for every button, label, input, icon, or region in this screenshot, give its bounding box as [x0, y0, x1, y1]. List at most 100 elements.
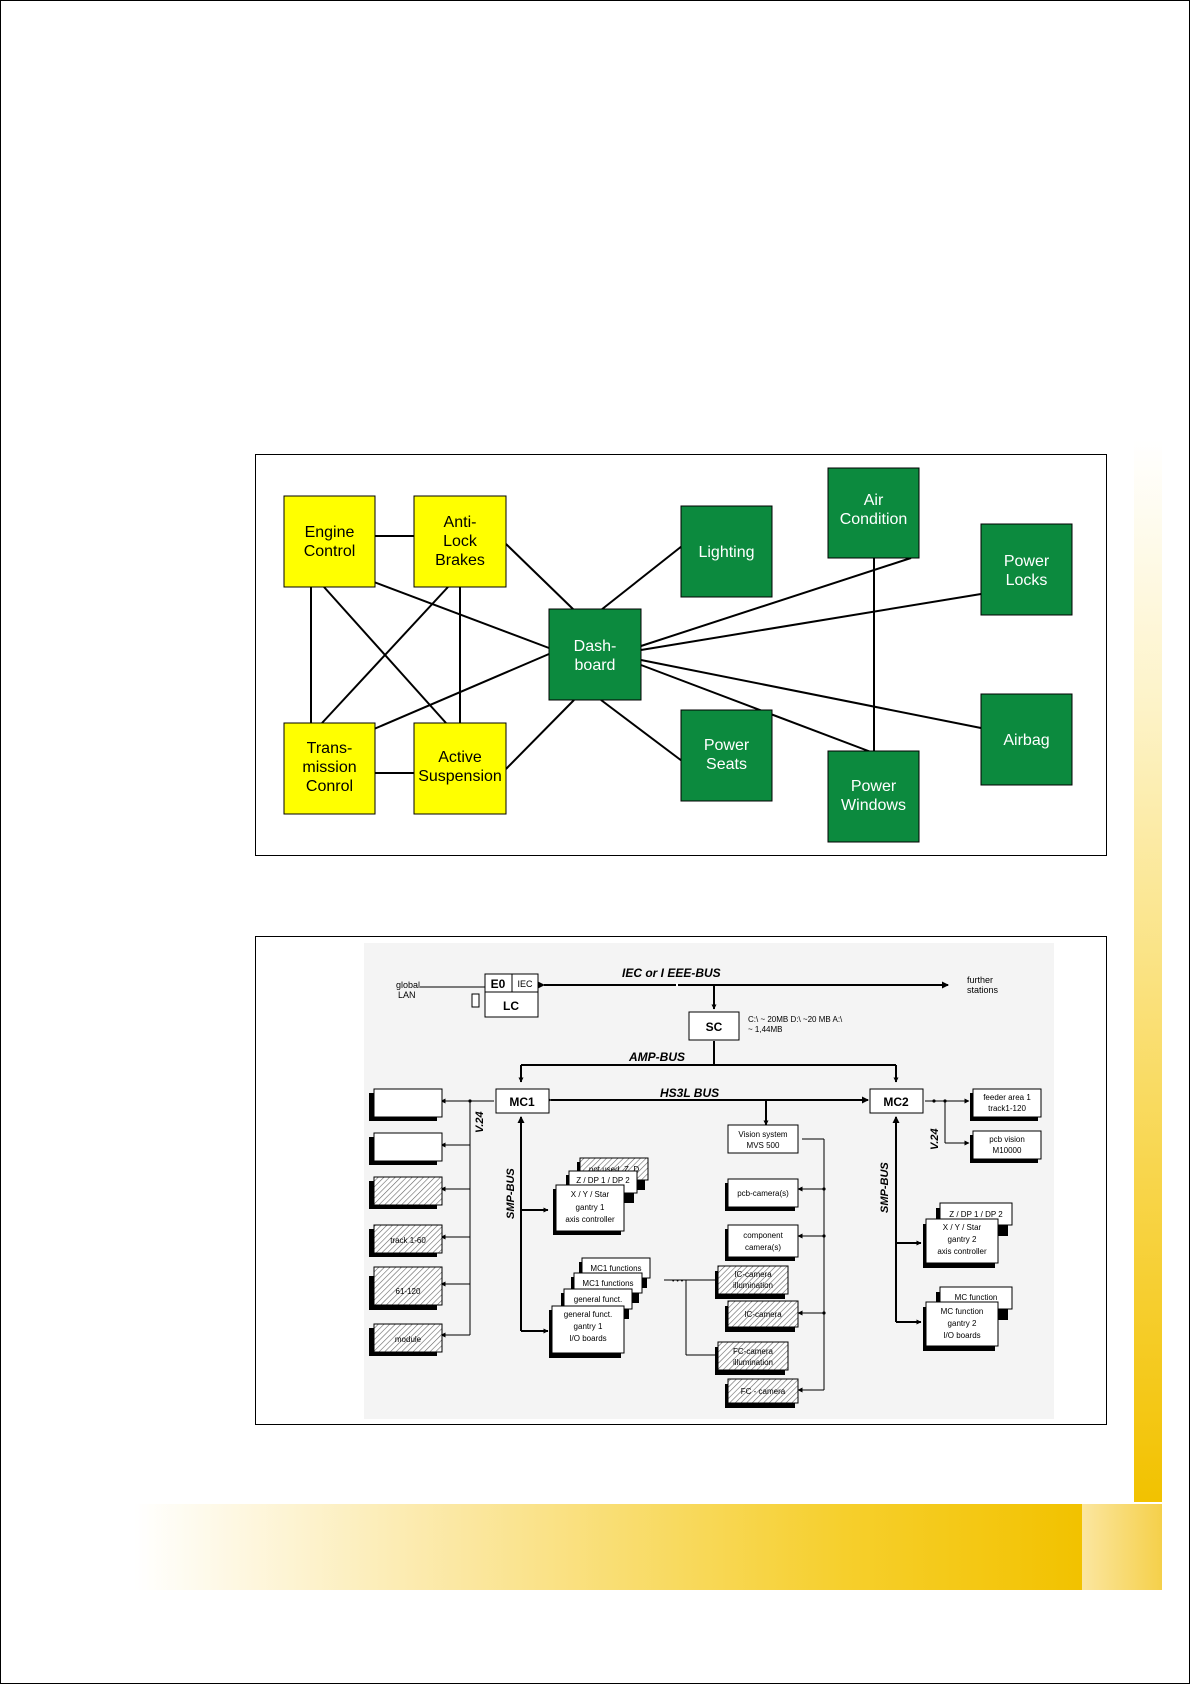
- axis2-label-1: X / Y / Star: [943, 1223, 982, 1232]
- label-mission: mission: [302, 759, 356, 776]
- e0-label: E0: [491, 977, 506, 991]
- mc2-box: [869, 1088, 924, 1114]
- left-device-label-5: module: [395, 1335, 422, 1344]
- fc-camera-illumination: FC-camera illumination: [715, 1341, 789, 1375]
- label-active: Active: [438, 749, 482, 766]
- node-airbag: Airbag: [980, 693, 1073, 786]
- func1-label-1: MC1 functions: [582, 1279, 633, 1288]
- label-conrol: Conrol: [306, 778, 353, 795]
- ic-camera-illumination: IC-camera illumination: [715, 1265, 789, 1299]
- label-board: board: [575, 657, 616, 674]
- bottom-accent-bar: [134, 1504, 1082, 1590]
- io-boards-gantry-2: MC function MC function gantry 2 I/O boa…: [923, 1286, 1013, 1351]
- node-power-locks: Power Locks: [980, 523, 1073, 616]
- label-lock: Lock: [443, 533, 478, 550]
- axis1-label-1: Z / DP 1 / DP 2: [576, 1176, 630, 1185]
- label-air: Air: [864, 492, 884, 509]
- func1-label-5: I/O boards: [569, 1334, 606, 1343]
- lan-resistor: [471, 993, 480, 1008]
- machine-control-diagram: IEC or I EEE-BUS further stations global…: [255, 936, 1107, 1425]
- smp-bus-right-lines: [892, 1116, 922, 1325]
- connection-lines: [310, 535, 982, 774]
- io-boards-gantry-1: MC1 functions MC1 functions general func…: [549, 1257, 651, 1358]
- func1-label-3: general funct.: [564, 1310, 612, 1319]
- bottom-accent-tab: [1082, 1504, 1162, 1590]
- left-device-label-4: 61-120: [396, 1287, 421, 1296]
- label-control: Control: [304, 543, 356, 560]
- sc-box: [688, 1011, 740, 1041]
- component-camera-label-1: component: [743, 1231, 783, 1240]
- left-device-2: [369, 1176, 443, 1209]
- left-v24-lines: [440, 1098, 494, 1338]
- label-power-seats-1: Power: [704, 737, 750, 754]
- label-airbag: Airbag: [1003, 732, 1049, 749]
- axis2-label-2: gantry 2: [948, 1235, 977, 1244]
- node-air-condition: Air Condition: [827, 467, 920, 559]
- camera-bus-lines: [797, 1138, 825, 1393]
- vision-system-label-2: MVS 500: [747, 1141, 780, 1150]
- label-power-windows-1: Power: [851, 778, 897, 795]
- lc-box: E0 IEC LC: [484, 973, 539, 1018]
- smp-bus-left-lines: [517, 1116, 549, 1334]
- label-trans: Trans-: [307, 740, 353, 757]
- axis-controller-gantry-2: Z / DP 1 / DP 2 X / Y / Star gantry 2 ax…: [923, 1202, 1013, 1268]
- hs3l-bus-label: HS3L BUS: [660, 1086, 719, 1100]
- label-condition: Condition: [840, 511, 908, 528]
- node-power-seats: Power Seats: [680, 709, 773, 802]
- left-device-4: 61-120: [369, 1266, 443, 1310]
- func2-label-0: MC function: [955, 1293, 998, 1302]
- amp-bus-label: AMP-BUS: [628, 1050, 685, 1064]
- mc1-box: [495, 1088, 550, 1114]
- node-lighting: Lighting: [680, 505, 773, 598]
- pcb-camera-label: pcb-camera(s): [737, 1189, 789, 1198]
- node-dashboard: Dash- board: [548, 608, 642, 701]
- sc-label: SC: [706, 1020, 723, 1034]
- mc2-label: MC2: [883, 1095, 909, 1109]
- vehicle-network-svg: Engine Control Anti- Lock Brakes Trans- …: [283, 467, 1073, 843]
- label-anti: Anti-: [444, 514, 477, 531]
- iec-label: IEC: [517, 979, 533, 989]
- io-link-marks: • • •: [672, 1278, 684, 1285]
- mc1-label: MC1: [509, 1095, 535, 1109]
- v24-right-label: V.24: [929, 1128, 941, 1150]
- smp-bus-left-label: SMP-BUS: [505, 1168, 517, 1219]
- node-anti-lock-brakes: Anti- Lock Brakes: [413, 495, 507, 588]
- vision-system-box: [727, 1124, 799, 1154]
- func2-label-2: gantry 2: [948, 1319, 977, 1328]
- axis1-label-2: X / Y / Star: [571, 1190, 610, 1199]
- label-lighting: Lighting: [698, 544, 754, 561]
- label-brakes: Brakes: [435, 552, 485, 569]
- func2-label-1: MC function: [941, 1307, 984, 1316]
- func1-label-2: general funct.: [574, 1295, 622, 1304]
- v24-left-label: V.24: [474, 1111, 486, 1133]
- sc-storage-label-2: ~ 1,44MB: [748, 1025, 782, 1034]
- node-transmission-control: Trans- mission Conrol: [283, 722, 376, 815]
- component-camera: component camera(s): [725, 1224, 799, 1261]
- node-power-windows: Power Windows: [827, 750, 920, 843]
- label-suspension: Suspension: [418, 768, 502, 785]
- further-stations-label-2: stations: [967, 985, 999, 995]
- node-engine-control: Engine Control: [283, 495, 376, 588]
- label-power-seats-2: Seats: [706, 756, 747, 773]
- pcb-camera: pcb-camera(s): [725, 1178, 799, 1211]
- fc-camera-label: FC - camera: [741, 1387, 786, 1396]
- fc-illum-label-2: illumination: [733, 1358, 773, 1367]
- left-device-0: [369, 1088, 443, 1121]
- smp-bus-right-label: SMP-BUS: [879, 1162, 891, 1213]
- left-device-1: [369, 1132, 443, 1165]
- pcb-vision-label-2: M10000: [993, 1146, 1022, 1155]
- feeder-area-box: feeder area 1 track1-120: [970, 1088, 1042, 1121]
- func1-label-0: MC1 functions: [590, 1264, 641, 1273]
- label-power-locks-2: Locks: [1006, 572, 1048, 589]
- global-lan-label-2: LAN: [398, 990, 416, 1000]
- label-dash: Dash-: [574, 638, 617, 655]
- lc-label: LC: [503, 999, 519, 1013]
- fc-illum-label-1: FC-camera: [733, 1347, 774, 1356]
- iec-ieee-bus-label: IEC or I EEE-BUS: [622, 966, 721, 980]
- feeder-label-1: feeder area 1: [983, 1093, 1031, 1102]
- fc-camera: FC - camera: [725, 1378, 799, 1408]
- pcb-vision-label-1: pcb vision: [989, 1135, 1025, 1144]
- axis2-label-0: Z / DP 1 / DP 2: [949, 1210, 1003, 1219]
- axis1-label-4: axis controller: [565, 1215, 615, 1224]
- func2-label-3: I/O boards: [943, 1331, 980, 1340]
